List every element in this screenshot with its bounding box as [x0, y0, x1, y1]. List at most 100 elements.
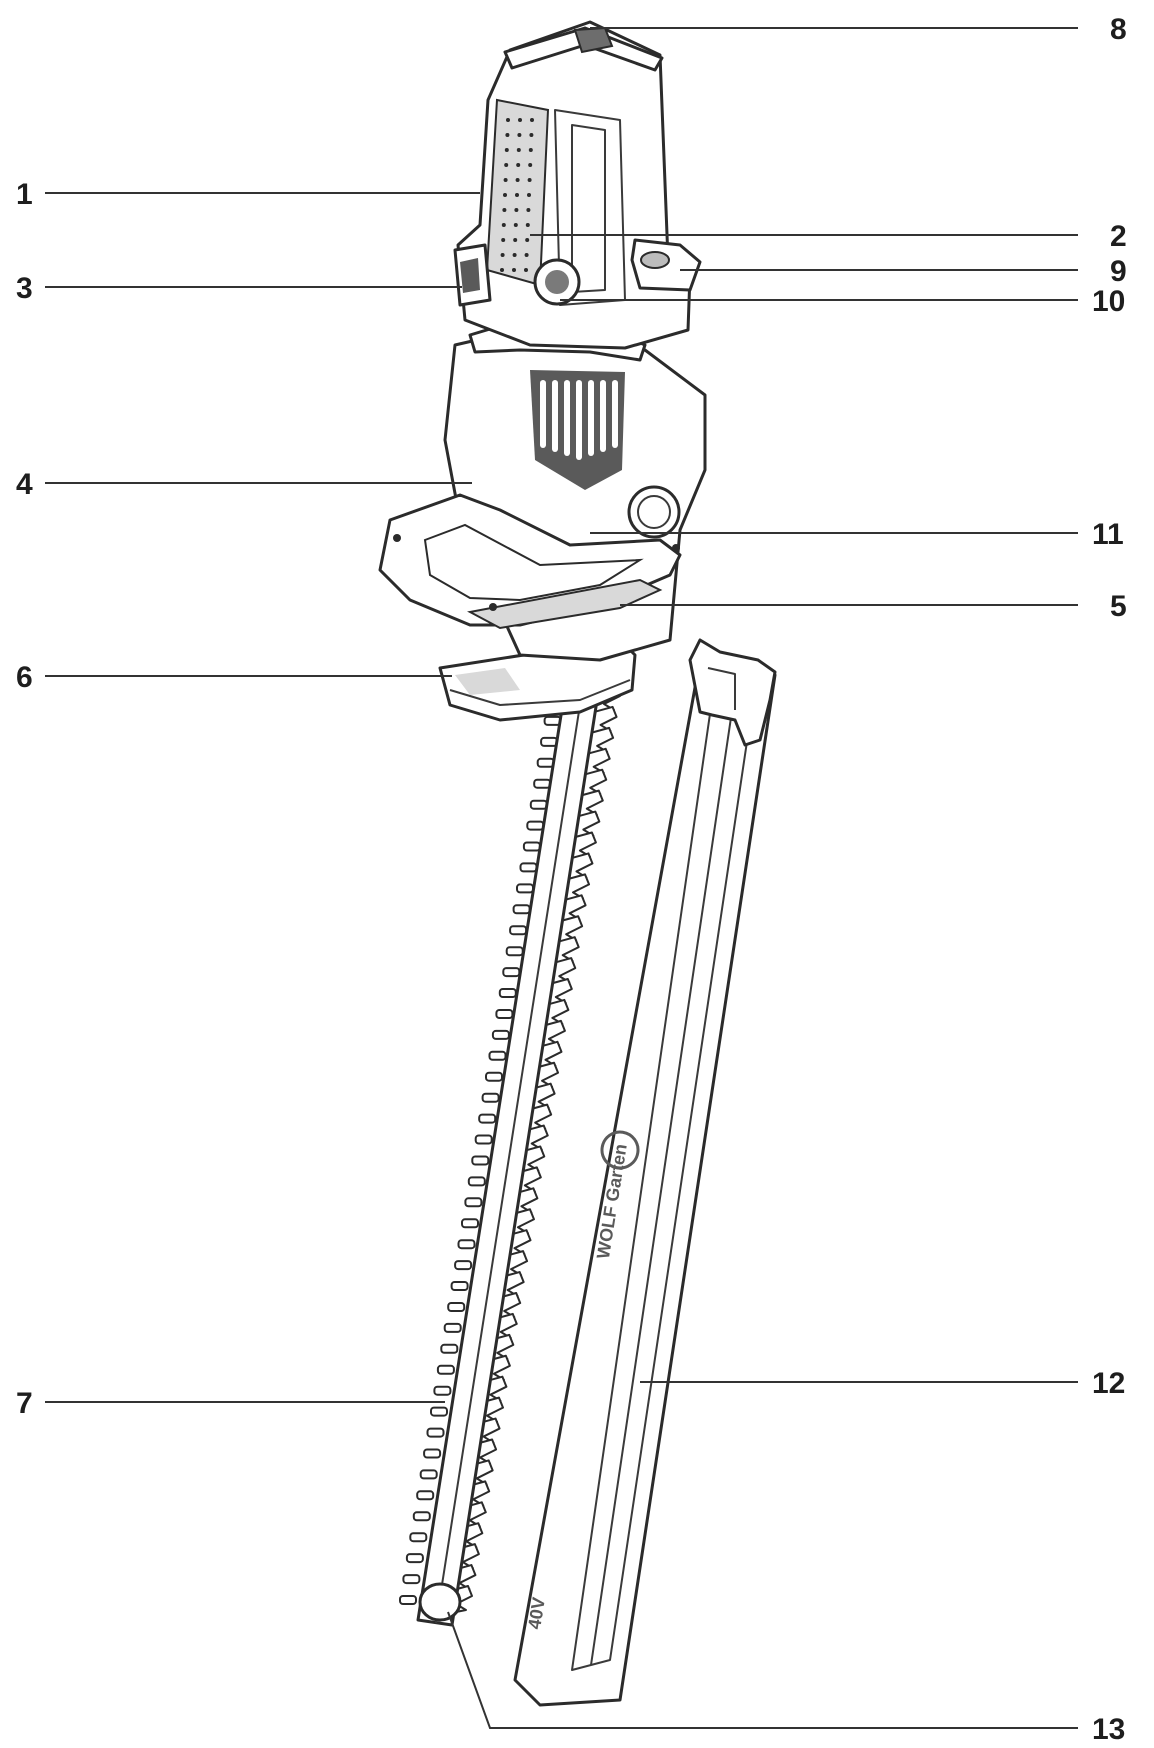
blade-tooth-left [485, 1071, 503, 1082]
vent-slat [552, 380, 558, 452]
grip-dot [502, 208, 507, 212]
grip-dot [504, 148, 509, 152]
blade-tooth-left [405, 1553, 424, 1564]
blade-tooth-left [436, 1364, 455, 1375]
battery-grip-panel [485, 98, 550, 287]
grip-dot [529, 133, 534, 137]
front-handle-opening [423, 523, 644, 602]
grip-dot [527, 193, 531, 197]
grip-dot [515, 178, 520, 182]
blade-tooth-left [423, 1448, 442, 1459]
leader-13 [447, 1611, 1078, 1729]
grip-dot [516, 148, 521, 152]
grip-dot [501, 238, 506, 242]
blade-tooth-left [457, 1239, 476, 1250]
vent-slat [588, 380, 594, 456]
blade-tooth-left [509, 925, 528, 936]
blade-tooth-left [450, 1281, 469, 1291]
blade-tooth-left [454, 1260, 473, 1271]
blade-tooth-left [399, 1595, 417, 1605]
grip-dot [526, 208, 531, 212]
sheath-slot [707, 667, 736, 710]
blade-tooth-left [419, 1469, 438, 1480]
grip-dot [516, 163, 521, 167]
grip-dot [524, 253, 529, 257]
grip-dot [515, 193, 519, 197]
grip-dot [506, 118, 510, 122]
side-knob-inner [637, 495, 671, 529]
battery-release-button [640, 251, 670, 269]
grip-dot [524, 268, 528, 272]
blade-tip-guard [418, 1582, 462, 1622]
callout-9: 9 [1110, 255, 1127, 288]
blade-tooth-left [533, 778, 552, 789]
blade-tooth-left [536, 757, 555, 768]
blade-tooth-left [540, 736, 559, 747]
thumb-wheel-hub [545, 270, 569, 294]
rotation-lever-grip [460, 258, 480, 293]
blade-tooth-left [519, 862, 538, 873]
grip-dot [517, 133, 522, 137]
grip-dot [527, 178, 532, 182]
gear-housing-shade [455, 668, 520, 695]
handle-screw-left [393, 534, 401, 542]
grip-dot [528, 163, 533, 167]
grip-dot [512, 253, 517, 257]
blade-tooth-left [409, 1532, 428, 1543]
grip-dot [503, 193, 507, 197]
handle-screw-mid [489, 603, 497, 611]
vent-grille [530, 370, 625, 490]
grip-dot [512, 268, 516, 272]
blade-tooth-left [516, 883, 534, 894]
callout-1: 1 [16, 178, 33, 211]
blade-tooth-left [430, 1406, 448, 1417]
blade-tooth-left [495, 1009, 514, 1019]
blade-tooth-left [498, 988, 517, 998]
blade-tooth-left [505, 946, 524, 957]
blade-center-line [435, 691, 583, 1624]
grip-dot [518, 118, 522, 122]
callout-4: 4 [16, 468, 33, 501]
blade-sheath: WOLF Garten 40V [513, 638, 777, 1707]
leader-lines [45, 27, 1078, 1729]
blade-tooth-left [443, 1322, 462, 1333]
main-body [378, 328, 707, 662]
vent-slat [576, 380, 582, 460]
blade-assembly [399, 685, 621, 1627]
blade-tooth-left [474, 1134, 493, 1145]
blade-tooth-left [512, 904, 531, 915]
grip-dot [513, 238, 518, 242]
gear-housing-edge [449, 679, 631, 706]
callout-10: 10 [1092, 285, 1125, 318]
callout-6: 6 [16, 661, 33, 694]
callout-8: 8 [1110, 13, 1127, 46]
blade-tooth-left [461, 1218, 479, 1229]
callout-5: 5 [1110, 590, 1127, 623]
blade-tooth-left [502, 967, 521, 978]
callout-2: 2 [1110, 220, 1127, 253]
blade-tooth-left [464, 1197, 483, 1208]
callout-11: 11 [1092, 518, 1124, 551]
blade-tooth-left [491, 1029, 510, 1040]
vent-slat [612, 380, 618, 448]
blade-tooth-left [402, 1574, 421, 1585]
vent-slat [600, 380, 606, 452]
rear-handle [453, 20, 702, 362]
vent-slat [540, 380, 546, 448]
blade-tooth-left [447, 1302, 466, 1312]
grip-dot [500, 253, 505, 257]
blade-tooth-left [416, 1490, 435, 1501]
vent-slats [540, 380, 618, 460]
grip-dot [501, 223, 506, 227]
grip-dot [503, 178, 508, 182]
grip-dot [504, 163, 509, 167]
blade-tooth-left [471, 1155, 490, 1166]
grip-dot [505, 133, 510, 137]
callout-13: 13 [1092, 1713, 1125, 1746]
grip-dot [530, 118, 534, 122]
blade-tooth-left [426, 1427, 445, 1438]
brand-logo-icon [600, 1130, 640, 1170]
blade-tooth-left [440, 1343, 459, 1354]
grip-dot [513, 223, 518, 227]
